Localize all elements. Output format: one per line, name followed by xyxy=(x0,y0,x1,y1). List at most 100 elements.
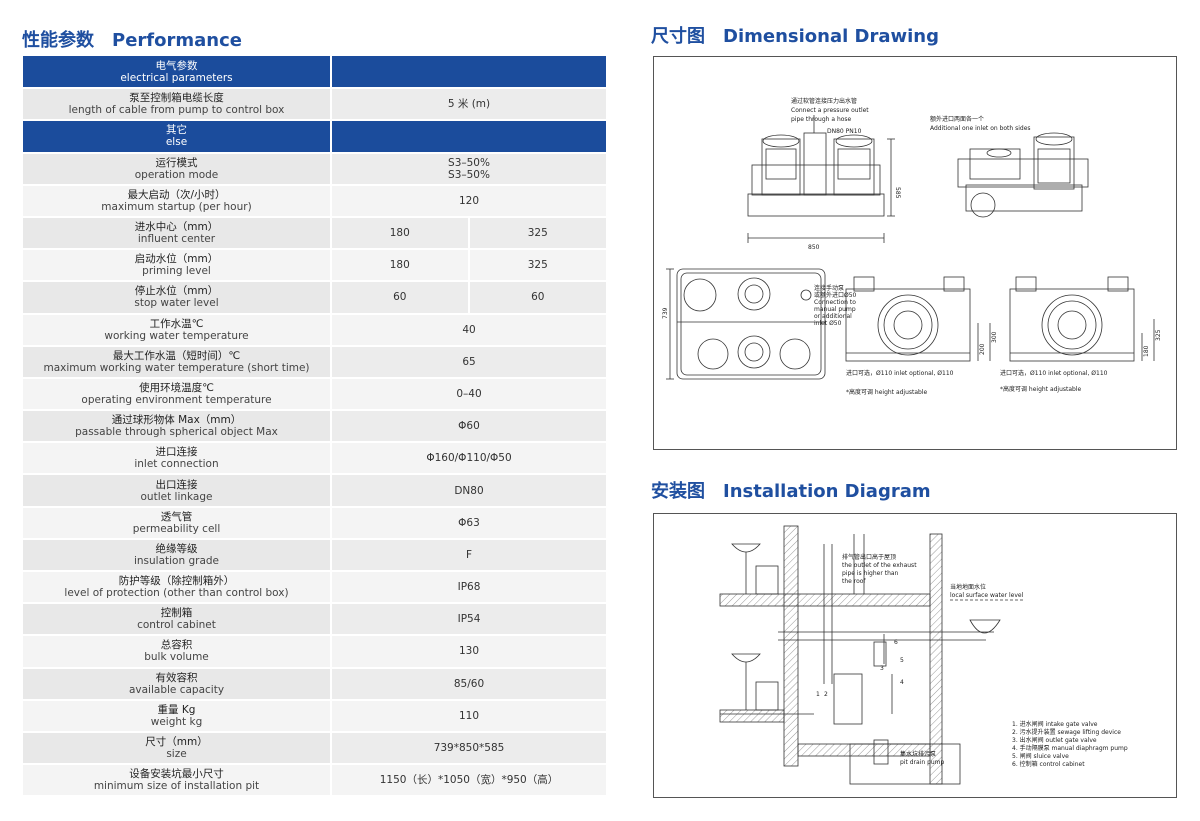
parameter-label-cn: 启动水位（mm） xyxy=(134,253,219,266)
label-dim-200: 200 xyxy=(979,343,986,355)
parameter-label: 最大启动（次/小时）maximum startup (per hour) xyxy=(23,184,331,218)
parameter-label-en: size xyxy=(166,748,187,761)
parameter-label-en: priming level xyxy=(142,265,211,278)
parameter-label-cn: 最大工作水温（短时间）℃ xyxy=(112,349,241,362)
parameter-value: 0–40 xyxy=(330,377,606,412)
installation-diagram: 排气管出口高于屋顶 the outlet of the exhaust pipe… xyxy=(653,513,1177,798)
table-row: 最大启动（次/小时）maximum startup (per hour)120 xyxy=(23,184,606,218)
label-dim-850: 850 xyxy=(808,244,820,251)
label-manual-en1: Connection to xyxy=(814,299,856,306)
label-height-adjustable-1: *高度可调 height adjustable xyxy=(846,388,928,396)
label-n2: 2 xyxy=(824,691,828,698)
parameter-label-en: working water temperature xyxy=(104,329,249,342)
parameter-value: Φ63 xyxy=(330,506,606,540)
label-n5: 5 xyxy=(900,657,904,664)
parameter-label-en: bulk volume xyxy=(144,651,209,664)
parameter-value: F xyxy=(330,538,606,573)
end-view-2 xyxy=(1009,276,1155,362)
parameter-value: 60 xyxy=(330,281,469,315)
parameter-value: 5 米 (m) xyxy=(330,88,606,122)
label-n4: 4 xyxy=(900,679,904,686)
parameter-value: IP68 xyxy=(330,571,606,605)
label-hose-en1: Connect a pressure outlet xyxy=(791,107,869,114)
parameter-value: 180 xyxy=(330,249,469,283)
label-dim-180: 180 xyxy=(1143,345,1150,357)
label-exhaust-en1: the outlet of the exhaust xyxy=(842,562,917,569)
parameter-label-en: level of protection (other than control … xyxy=(64,587,289,600)
parameter-label-en: passable through spherical object Max xyxy=(75,426,278,439)
parameter-label-cn: 泵至控制箱电缆长度 xyxy=(129,92,224,105)
label-dn: DN80 PN10 xyxy=(827,128,862,135)
label-manual-cn2: 或额外进口Ø50 xyxy=(814,291,857,299)
parameter-value: Φ60 xyxy=(330,410,606,444)
parameter-label-en: available capacity xyxy=(128,683,225,696)
pipes xyxy=(720,544,1024,765)
label-hose-en2: pipe through a hose xyxy=(791,116,852,123)
building-structure xyxy=(719,525,961,785)
parameter-value: 1150（长）*1050（宽）*950（高） xyxy=(330,764,606,798)
parameter-value: 60 xyxy=(467,281,606,315)
parameter-label-en: permeability cell xyxy=(132,522,221,535)
parameter-label-en: operating environment temperature xyxy=(81,393,272,406)
label-n3: 3 xyxy=(880,665,884,672)
label-manual-en4: inlet Ø50 xyxy=(814,320,842,327)
parameter-label-en: maximum startup (per hour) xyxy=(101,200,252,213)
parameter-label-en: outlet linkage xyxy=(140,490,213,503)
parameter-label-cn: 有效容积 xyxy=(155,671,198,684)
parameter-value: Φ160/Φ110/Φ50 xyxy=(330,442,606,476)
label-dim-585: 585 xyxy=(894,187,901,199)
parameter-label: 通过球形物体 Max（mm）passable through spherical… xyxy=(23,410,331,444)
label-surface-en: local surface water level xyxy=(950,592,1024,599)
parameter-label-en: else xyxy=(165,136,188,149)
legend-item: 3. 出水闸阀 outlet gate valve xyxy=(1012,736,1097,744)
parameter-value: DN80 xyxy=(330,474,606,508)
legend-item: 1. 进水闸阀 intake gate valve xyxy=(1012,720,1098,728)
front-view xyxy=(747,115,895,243)
parameter-label-en: inlet connection xyxy=(134,458,219,471)
parameter-label-cn: 运行模式 xyxy=(155,156,198,169)
parameter-value xyxy=(330,120,606,154)
parameter-value: 40 xyxy=(330,313,606,347)
dimensional-drawing-svg: 通过软管连接压力出水管 Connect a pressure outlet pi… xyxy=(662,97,1162,396)
parameter-label-cn: 其它 xyxy=(166,124,187,137)
label-manual-en3: or additional xyxy=(814,313,852,320)
parameter-label-cn: 进水中心（mm） xyxy=(134,221,219,234)
label-dim-300: 300 xyxy=(991,331,998,343)
parameter-label-en: control cabinet xyxy=(137,619,216,632)
parameter-label-cn: 防护等级（除控制箱外） xyxy=(118,575,235,588)
heading-en: Installation Diagram xyxy=(723,481,931,502)
parameter-label: 启动水位（mm）priming level xyxy=(23,249,331,283)
parameter-label-cn: 控制箱 xyxy=(160,607,193,620)
legend-item: 2. 污水提升装置 sewage lifting device xyxy=(1012,728,1121,736)
label-n1: 1 xyxy=(816,691,820,698)
parameter-value: IP54 xyxy=(330,603,606,637)
installation-diagram-svg: 排气管出口高于屋顶 the outlet of the exhaust pipe… xyxy=(719,525,1128,785)
table-row: 通过球形物体 Max（mm）passable through spherical… xyxy=(23,410,606,444)
parameter-value: S3–50%S3–50% xyxy=(330,152,606,186)
parameter-value: 180 xyxy=(330,216,469,251)
label-pit-cn: 集水坑排污泵 xyxy=(900,750,936,758)
parameter-label-cn: 重量 Kg xyxy=(157,703,196,716)
